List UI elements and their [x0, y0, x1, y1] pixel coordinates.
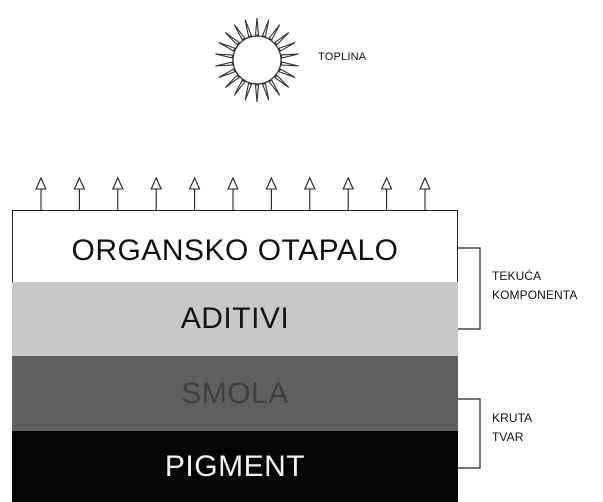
- sun-ray: [224, 32, 240, 46]
- sun-ray: [244, 19, 253, 38]
- evaporation-arrow: [303, 176, 316, 210]
- evaporation-arrow: [419, 176, 431, 210]
- evaporation-arrow: [188, 176, 201, 210]
- sun-ray: [268, 24, 281, 41]
- sun-ray: [218, 42, 236, 52]
- evaporation-arrow: [227, 176, 239, 210]
- layer-resin: SMOLA: [12, 356, 458, 431]
- sun-ray: [280, 61, 299, 67]
- evaporation-arrow: [150, 176, 163, 210]
- heat-label: TOPLINA: [318, 51, 367, 63]
- evaporation-arrow: [265, 176, 278, 210]
- layer-pigment: PIGMENT: [12, 431, 458, 502]
- sun-ray: [254, 17, 260, 36]
- solid-matter-label-line-1: KRUTA: [492, 411, 533, 425]
- sun-ray: [261, 82, 270, 101]
- evaporation-arrow: [35, 176, 47, 210]
- liquid-component-label: TEKUĆA KOMPONENTA: [492, 267, 577, 305]
- sun-ray: [268, 79, 281, 96]
- layer-label-resin: SMOLA: [181, 376, 289, 410]
- sun-ray: [274, 32, 290, 46]
- sun-ray: [244, 82, 253, 101]
- sun-ray: [218, 68, 236, 78]
- sun-ray: [280, 53, 299, 59]
- sun-ray: [278, 42, 296, 52]
- sun-ray: [224, 74, 240, 88]
- liquid-component-label-line-2: KOMPONENTA: [492, 288, 578, 302]
- sun-ray: [274, 74, 290, 88]
- sun-ray: [261, 19, 270, 38]
- layer-organic-solvent: ORGANSKO OTAPALO: [12, 210, 458, 282]
- evaporation-arrow: [111, 176, 124, 210]
- layer-label-organic-solvent: ORGANSKO OTAPALO: [71, 233, 399, 267]
- layer-additives: ADITIVI: [12, 282, 458, 356]
- evaporation-arrow: [380, 176, 393, 210]
- evaporation-arrows: [35, 176, 431, 210]
- solid-matter-label-line-2: TVAR: [492, 430, 524, 444]
- solid-component-bracket: [458, 398, 481, 469]
- solid-matter-label: KRUTA TVAR: [492, 409, 532, 447]
- evaporation-arrow: [73, 176, 86, 210]
- sun-ray: [215, 61, 234, 67]
- liquid-component-label-line-1: TEKUĆA: [492, 269, 542, 283]
- sun-ray: [215, 53, 234, 59]
- sun-ray: [278, 68, 296, 78]
- sun-ray: [233, 79, 246, 96]
- liquid-component-bracket: [458, 247, 481, 330]
- layer-label-additives: ADITIVI: [180, 302, 290, 335]
- sun-icon: [215, 17, 299, 103]
- layer-label-pigment: PIGMENT: [164, 449, 306, 483]
- sun-ray: [254, 84, 260, 103]
- evaporation-arrow: [342, 176, 355, 210]
- sun-ray: [233, 24, 246, 41]
